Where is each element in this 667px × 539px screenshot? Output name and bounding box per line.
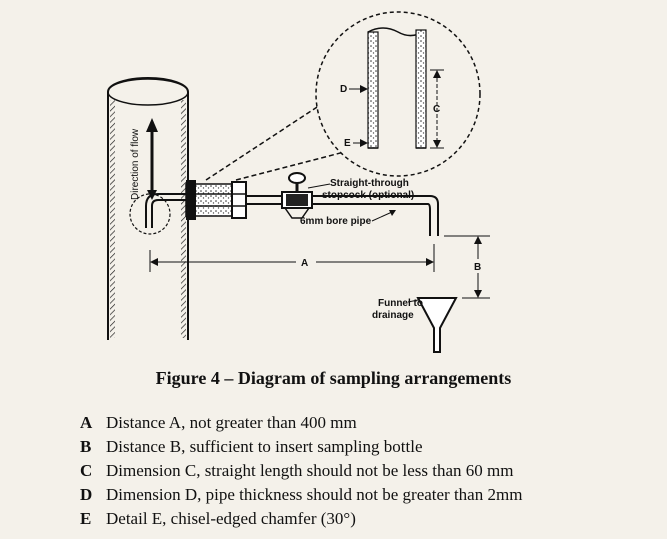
pipe-wall-right <box>181 100 186 338</box>
funnel-label-line2: drainage <box>372 310 414 321</box>
legend-text: Distance A, not greater than 400 mm <box>106 413 357 432</box>
funnel-label-line1: Funnel to <box>378 298 423 309</box>
detail-connector-lower <box>235 149 353 181</box>
dimension-label-a: A <box>301 258 308 269</box>
stopcock-leader <box>307 183 331 189</box>
legend-text: Detail E, chisel-edged chamfer (30°) <box>106 509 356 528</box>
legend: A Distance A, not greater than 400 mm B Di… <box>80 411 522 531</box>
sampling-tube-inlet <box>151 199 186 228</box>
sampling-arrangement-diagram: Direction of flow Straight-through stopc… <box>107 11 490 353</box>
main-pipe <box>107 77 189 340</box>
legend-row-e: E Detail E, chisel-edged chamfer (30°) <box>80 507 522 531</box>
pipe-wall-left <box>110 100 115 338</box>
dimension-a <box>149 244 435 272</box>
funnel <box>416 297 458 353</box>
legend-row-b: B Distance B, sufficient to insert sampli… <box>80 435 522 459</box>
legend-text: Dimension C, straight length should not … <box>106 461 514 480</box>
dimension-b <box>444 235 490 299</box>
sampling-pipe <box>246 195 439 236</box>
inlet-detail-circle <box>129 193 171 235</box>
direction-of-flow-label: Direction of flow <box>130 128 141 200</box>
stopcock-label-line2: stopcock (optional) <box>322 190 414 201</box>
stopcock-label-line1: Straight-through <box>330 178 409 189</box>
detail-label-d: D <box>340 84 347 95</box>
dimension-label-b: B <box>474 262 481 273</box>
detail-label-e: E <box>344 138 351 149</box>
legend-key: A <box>80 413 93 432</box>
figure-caption: Figure 4 – Diagram of sampling arrangeme… <box>155 368 512 388</box>
magnified-detail <box>315 11 481 177</box>
stopcock <box>281 172 313 219</box>
legend-row-d: D Dimension D, pipe thickness should not … <box>80 483 522 507</box>
dimension-c <box>430 69 444 149</box>
detail-label-c: C <box>433 104 440 115</box>
legend-key: C <box>80 461 93 480</box>
legend-text: Dimension D, pipe thickness should not b… <box>106 485 523 504</box>
legend-key: E <box>80 509 92 528</box>
legend-row-c: C Dimension C, straight length should not… <box>80 459 522 483</box>
detail-connector-upper <box>205 91 341 181</box>
legend-key: B <box>80 437 92 456</box>
pipe-label-leader <box>371 211 393 222</box>
legend-key: D <box>80 485 93 504</box>
pipe-fitting <box>185 180 247 220</box>
legend-text: Distance B, sufficient to insert samplin… <box>106 437 423 456</box>
flow-arrow <box>146 118 158 200</box>
legend-row-a: A Distance A, not greater than 400 mm <box>80 411 522 435</box>
pipe-bore-label: 6mm bore pipe <box>300 216 372 227</box>
